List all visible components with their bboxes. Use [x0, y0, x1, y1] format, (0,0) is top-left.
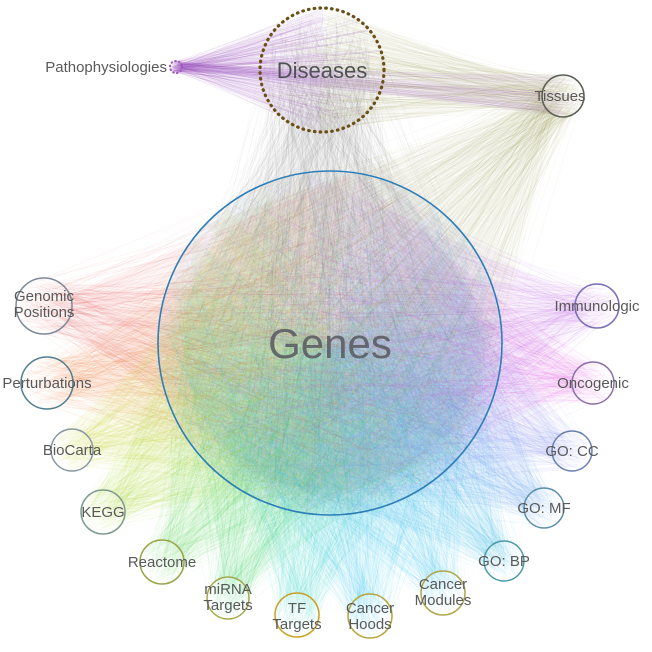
label-go-cc: GO: CC [545, 443, 599, 460]
label-text: Targets [203, 597, 252, 614]
edge-wash-perturbations-genes [47, 172, 355, 514]
edge-bundle-immunologic-genes [162, 184, 619, 515]
label-text: Pathophysiologies [45, 59, 167, 76]
layer-nodes [15, 6, 620, 639]
label-go-mf: GO: MF [517, 500, 570, 517]
label-text: TF [288, 600, 306, 617]
node-kegg[interactable] [80, 489, 126, 535]
label-go-bp: GO: BP [478, 553, 530, 570]
edge-wash-go-cc-genes [259, 185, 572, 501]
node-cancer-hoods[interactable] [347, 593, 393, 639]
edge-wash-cancer-hoods-genes [159, 318, 501, 616]
node-immunologic[interactable] [574, 283, 620, 329]
node-tissues[interactable] [541, 74, 585, 118]
label-text: BioCarta [43, 442, 102, 459]
edge-bundle-diseases-genes [159, 8, 501, 511]
label-text: Cancer [346, 600, 394, 617]
node-go-mf[interactable] [523, 487, 565, 529]
node-perturbations[interactable] [20, 356, 74, 410]
node-genes[interactable] [157, 170, 503, 516]
label-text: Modules [415, 592, 472, 609]
edge-bundle-oncogenic-genes [164, 176, 611, 502]
edge-bundle-tf-targets-genes [160, 174, 501, 637]
edge-wash-tissues-genes [204, 96, 563, 462]
node-go-bp[interactable] [483, 540, 525, 582]
edge-wash-go-mf-genes [224, 206, 544, 509]
label-text: Genomic [14, 288, 75, 305]
edge-wash-reactome-genes [162, 238, 467, 562]
layer-labels: Genes Diseases PathophysiologiesTissuesGen… [2, 58, 640, 633]
node-mirna-targets[interactable] [206, 576, 250, 620]
edge-bundle-cancer-modules-genes [159, 182, 502, 615]
label-text: Immunologic [554, 298, 640, 315]
label-text: Genes [268, 320, 392, 367]
label-text: Reactome [128, 554, 196, 571]
edge-bundle-biocarta-genes [51, 176, 492, 505]
label-biocarta: BioCarta [43, 442, 102, 459]
label-text: Perturbations [2, 375, 91, 392]
node-tf-targets[interactable] [274, 592, 320, 638]
label-text: Positions [14, 304, 75, 321]
label-text: GO: CC [545, 443, 599, 460]
edge-bundle-tissues-genes [160, 75, 584, 509]
label-genes: Genes [268, 320, 392, 367]
label-text: GO: BP [478, 553, 530, 570]
label-text: Targets [272, 616, 321, 633]
label-text: Hoods [348, 616, 391, 633]
node-reactome[interactable] [139, 539, 185, 585]
edge-wash-immunologic-genes [306, 172, 597, 514]
node-pathophysiologies[interactable] [168, 59, 184, 75]
edge-bundle-pathophysiologies-tissues [170, 60, 584, 115]
edge-wash-go-bp-genes [195, 235, 505, 561]
label-perturbations: Perturbations [2, 375, 91, 392]
edge-wash-cancer-modules-genes [173, 272, 487, 593]
label-kegg: KEGG [81, 504, 124, 521]
label-pathophysiologies: Pathophysiologies [45, 59, 167, 76]
label-immunologic: Immunologic [554, 298, 640, 315]
edge-bundle-reactome-genes [140, 180, 496, 584]
edge-bundle-tissues-diseases [263, 12, 583, 130]
label-diseases: Diseases [277, 58, 367, 83]
node-biocarta[interactable] [50, 428, 94, 472]
edge-bundle-cancer-hoods-genes [164, 173, 500, 638]
edge-bundle-go-cc-genes [159, 179, 592, 510]
edge-bundle-perturbations-genes [21, 176, 498, 506]
edge-wash-tissues-diseases [315, 8, 563, 132]
label-text: Cancer [419, 576, 467, 593]
node-genomic-positions[interactable] [15, 277, 73, 335]
edge-wash-genomic-positions-genes [44, 172, 353, 514]
label-text: Diseases [277, 58, 367, 83]
label-text: Oncogenic [557, 375, 629, 392]
label-text: miRNA [204, 581, 252, 598]
edge-wash-oncogenic-genes [304, 172, 593, 514]
label-text: GO: MF [517, 500, 570, 517]
edge-bundle-genomic-positions-genes [16, 177, 493, 507]
node-cancer-modules[interactable] [420, 570, 466, 616]
edge-wash-tf-targets-genes [159, 322, 501, 615]
label-tissues: Tissues [534, 88, 585, 105]
node-oncogenic[interactable] [571, 361, 615, 405]
layer-edges [16, 8, 619, 638]
genes-fill [158, 171, 502, 515]
edge-wash-pathophysiologies-diseases [176, 8, 324, 132]
label-text: Tissues [534, 88, 585, 105]
layer-fills [158, 171, 502, 515]
edge-wash-mirna-targets-genes [170, 279, 490, 598]
label-reactome: Reactome [128, 554, 196, 571]
label-oncogenic: Oncogenic [557, 375, 629, 392]
edge-wash-pathophysiologies-tissues [176, 67, 565, 117]
label-text: KEGG [81, 504, 124, 521]
edge-bundle-mirna-targets-genes [159, 171, 500, 619]
node-diseases[interactable] [258, 6, 386, 134]
edge-wash-biocarta-genes [72, 184, 396, 502]
edge-bundle-go-mf-genes [158, 173, 564, 528]
node-go-cc[interactable] [551, 430, 593, 472]
